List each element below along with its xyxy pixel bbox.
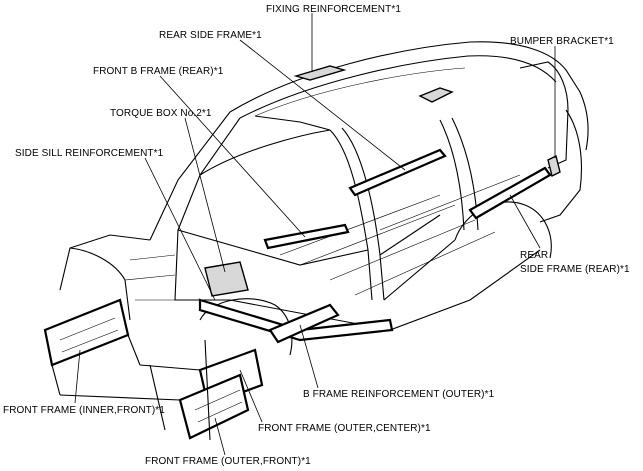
rear-side-frame: [348, 148, 447, 197]
lower-subframe: [149, 339, 211, 441]
floor-rib-4: [354, 231, 496, 296]
front-lower-edge: [59, 364, 201, 401]
leader-torque-box: [184, 117, 226, 273]
label-front-frame-outer-front: FRONT FRAME (OUTER,FRONT)*1: [145, 456, 311, 467]
front-crossmember: [51, 334, 141, 396]
roof-rear-reinforcement: [418, 87, 454, 103]
b-pillar: [329, 129, 373, 301]
front-strut-tower: [69, 247, 131, 321]
label-torque-box-no2: TORQUE BOX No.2*1: [110, 108, 212, 119]
label-bumper-bracket: BUMPER BRACKET*1: [510, 36, 614, 47]
label-front-b-frame-rear: FRONT B FRAME (REAR)*1: [93, 66, 224, 77]
floor-rib-5: [379, 174, 521, 231]
front-frame-inner-detail: [59, 317, 119, 353]
leader-rear-side-frame: [239, 39, 406, 171]
windshield-frame: [149, 111, 231, 241]
roof-outline: [229, 41, 589, 151]
front-frame-outer-detail: [194, 389, 243, 423]
leader-front-frame-outer-center: [239, 369, 263, 423]
front-frame-outer-front: [178, 373, 250, 440]
leader-b-frame-reinforcement: [299, 324, 319, 389]
front-frame-inner-front: [43, 298, 130, 367]
b-frame-reinforcement-outer: [268, 303, 340, 344]
label-b-frame-reinforcement-outer: B FRAME REINFORCEMENT (OUTER)*1: [303, 389, 495, 400]
label-side-sill-reinforcement: SIDE SILL REINFORCEMENT*1: [15, 148, 164, 159]
rear-hatch-opening: [519, 61, 569, 169]
label-front-frame-inner-front: FRONT FRAME (INNER,FRONT)*1: [3, 405, 165, 416]
roof-inner-edge: [239, 55, 557, 119]
floor-rib-2: [299, 204, 456, 266]
b-pillar-inner: [341, 127, 385, 301]
front-b-frame-rear: [263, 223, 350, 250]
rear-side-frame-rear: [468, 166, 552, 220]
rear-door-opening: [379, 214, 456, 301]
leader-front-frame-outer-front: [214, 417, 226, 456]
leader-rear-side-frame-rear: [509, 194, 541, 249]
label-rear-side-frame: REAR SIDE FRAME*1: [159, 30, 262, 41]
leader-side-sill: [144, 157, 216, 301]
c-pillar: [439, 119, 465, 231]
roof-panel-line: [254, 67, 466, 117]
floor-rib-1: [279, 194, 441, 256]
floor-outline: [229, 249, 541, 331]
fixing-reinforcement-panel: [293, 65, 347, 81]
leader-front-frame-inner: [74, 349, 81, 404]
label-fixing-reinforcement: FIXING REINFORCEMENT*1: [266, 4, 401, 15]
torque-box-no2: [204, 261, 249, 297]
windshield-top: [254, 115, 331, 131]
leader-front-b-frame-rear: [159, 75, 306, 238]
dash-detail: [124, 254, 178, 301]
floor-rib-3: [329, 219, 476, 281]
label-rear-side-frame-rear-line1: REAR: [520, 250, 549, 261]
label-front-frame-outer-center: FRONT FRAME (OUTER,CENTER)*1: [258, 423, 431, 434]
rear-end: [539, 109, 582, 223]
bumper-bracket: [547, 154, 561, 178]
label-rear-side-frame-rear-line2: SIDE FRAME (REAR)*1: [520, 264, 630, 275]
rear-wheel-arch: [454, 201, 552, 259]
engine-bay-cowl: [59, 234, 151, 291]
a-pillar: [177, 117, 241, 231]
